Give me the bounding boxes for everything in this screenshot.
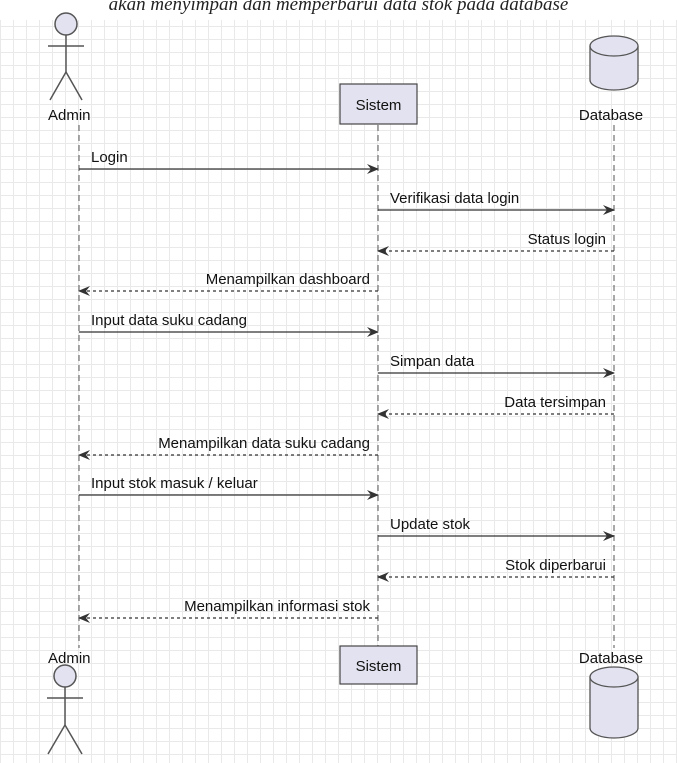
message-label: Menampilkan dashboard [206,271,370,288]
message-label: Simpan data [390,353,475,370]
participant-label-sistem-bottom: Sistem [356,658,402,675]
participant-label-admin-top: Admin [48,107,91,124]
message-label: Update stok [390,516,471,533]
participant-label-database-bottom: Database [579,650,643,667]
message-label: Input data suku cadang [91,312,247,329]
message-label: Menampilkan data suku cadang [158,435,370,452]
page-caption: akan menyimpan dan memperbarui data stok… [0,0,677,20]
message-label: Menampilkan informasi stok [184,598,370,615]
message-label: Login [91,149,128,166]
message-label: Status login [528,231,606,248]
message-label: Stok diperbarui [505,557,606,574]
database-icon [589,666,639,739]
participant-box-sistem-top [339,83,418,125]
database-icon [589,35,639,91]
admin-actor-icon [47,664,83,755]
participant-label-admin-bottom: Admin [48,650,91,667]
admin-actor-icon [48,12,84,101]
participant-box-sistem-bottom [339,645,418,685]
participant-label-database-top: Database [579,107,643,124]
participant-label-sistem-top: Sistem [356,97,402,114]
message-label: Input stok masuk / keluar [91,475,258,492]
message-label: Verifikasi data login [390,190,519,207]
message-label: Data tersimpan [504,394,606,411]
